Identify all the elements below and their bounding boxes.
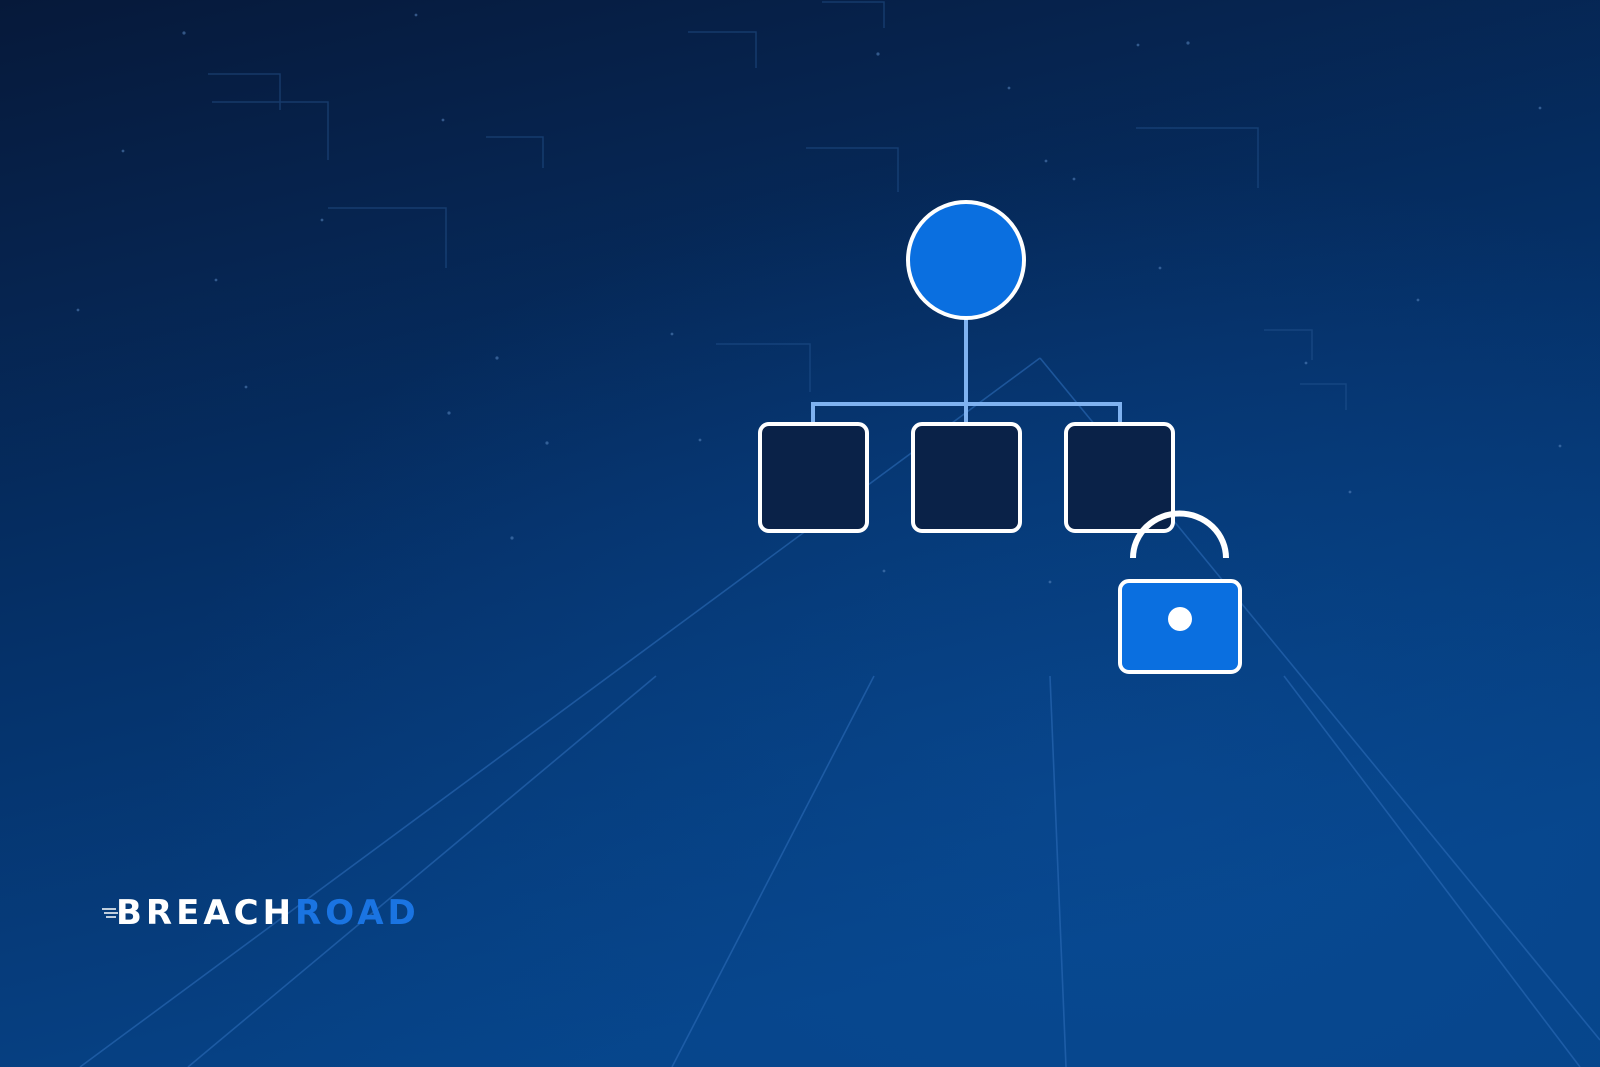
connector-lines [811, 318, 1122, 424]
root-node [906, 200, 1026, 320]
logo-text-road: ROAD [295, 893, 420, 933]
child-node-right [1064, 422, 1175, 533]
logo-text-breach: BREACH [116, 893, 296, 933]
child-node-center [911, 422, 1022, 533]
speed-lines-icon [102, 908, 118, 918]
circuit-traces [208, 1, 1347, 410]
unlocked-padlock-icon [1118, 510, 1242, 674]
star-dots [76, 13, 1562, 584]
child-node-left [758, 422, 869, 533]
